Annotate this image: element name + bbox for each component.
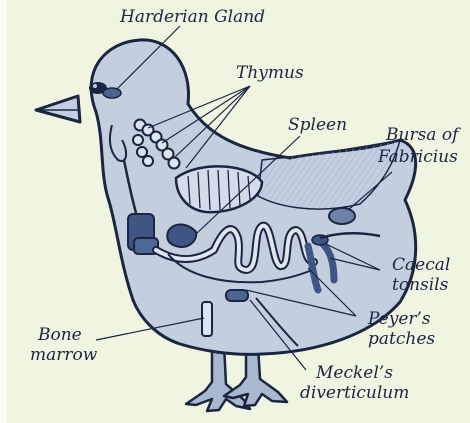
bone-marrow — [202, 302, 212, 336]
label-bone-line2: marrow — [30, 345, 98, 365]
label-meckels-line2: diverticulum — [300, 383, 409, 403]
peyers-patch — [226, 290, 248, 301]
label-bursa-line2: Fabricius — [377, 147, 458, 167]
label-peyers-line1: Peyer’s — [367, 309, 431, 329]
label-spleen: Spleen — [288, 115, 347, 135]
label-peyers-line2: patches — [368, 329, 435, 349]
label-thymus: Thymus — [236, 63, 304, 83]
harderian-gland — [103, 88, 121, 98]
thymus-lobe — [133, 135, 143, 145]
label-harderian-gland: Harderian Gland — [119, 7, 265, 27]
label-caecal-line2: tonsils — [392, 275, 449, 295]
label-bone-line1: Bone — [37, 325, 82, 345]
eye-highlight — [93, 84, 97, 88]
label-bursa-line1: Bursa of — [385, 125, 461, 145]
bursa-of-fabricius — [329, 208, 355, 224]
label-caecal-line1: Caecal — [392, 255, 450, 275]
thymus-lobe — [137, 147, 147, 157]
thymus-lobe — [169, 158, 180, 169]
label-meckels-line1: Meckel’s — [315, 363, 393, 383]
thymus-lobe — [143, 156, 153, 166]
beak — [36, 96, 80, 122]
spleen — [167, 225, 196, 248]
